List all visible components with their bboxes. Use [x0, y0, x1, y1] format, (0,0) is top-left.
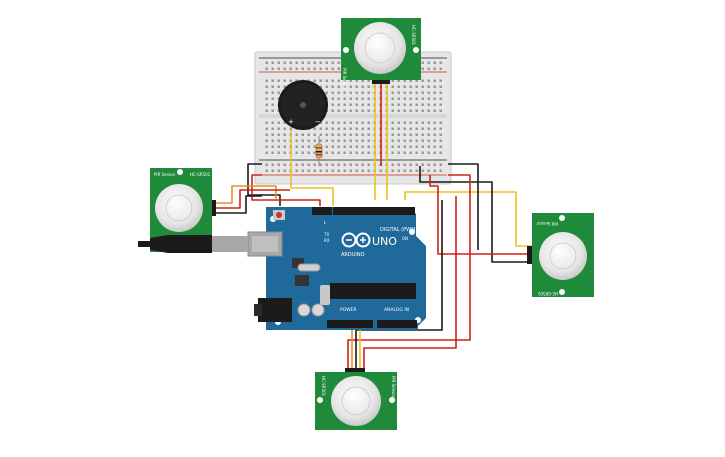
buzzer-plus-label: +	[288, 118, 294, 126]
tx-label: TX	[323, 232, 329, 237]
pir-top-side-label: PIR Sensor	[342, 68, 347, 90]
pir-bottom-chip-label: HC-SR501	[321, 376, 326, 397]
pir-dome-icon	[354, 22, 406, 74]
pir-sensor-right: PIR Sensor HC-SR501	[527, 213, 594, 297]
atmega-chip	[330, 283, 416, 299]
pir-left-chip-label: HC-SR501	[190, 172, 211, 177]
pir-sensor-left: PIR Sensor HC-SR501	[138, 168, 248, 253]
pir-right-side-label: PIR Sensor	[536, 221, 558, 226]
led-label: L	[324, 220, 327, 225]
arduino-board: DIGITAL (PWM~) UNO ARDUINO L TX RX ON	[247, 207, 426, 330]
buzzer-minus-label: −	[315, 118, 321, 126]
wires	[212, 82, 532, 370]
power-jack	[258, 298, 292, 322]
analog-label: ANALOG IN	[384, 307, 409, 313]
pir-dome-icon	[539, 232, 587, 280]
pir-dome-icon	[331, 376, 381, 426]
buzzer: + −	[278, 80, 328, 160]
pir-bottom-side-label: PIR Sensor	[391, 376, 396, 398]
resistor	[315, 136, 323, 166]
analog-header	[377, 320, 417, 328]
arduino-logo	[341, 232, 371, 248]
power-header	[327, 320, 373, 328]
pir-top-chip-label: HC-SR501	[411, 25, 416, 46]
digital-header	[333, 207, 415, 215]
pir-dome-icon	[155, 184, 203, 232]
pir-sensor-top: HC-SR501 PIR Sensor	[341, 18, 421, 90]
pir-sensor-bottom: HC-SR501 PIR Sensor	[315, 368, 397, 430]
on-label: ON	[402, 236, 408, 241]
rx-label: RX	[324, 238, 330, 243]
power-label: POWER	[340, 307, 357, 313]
pir-left-side-label: PIR Sensor	[154, 172, 176, 177]
arduino-model: UNO	[372, 235, 397, 248]
arduino-brand: ARDUINO	[341, 252, 365, 258]
digital-label: DIGITAL (PWM~)	[380, 227, 422, 233]
pir-right-chip-label: HC-SR501	[537, 291, 558, 296]
